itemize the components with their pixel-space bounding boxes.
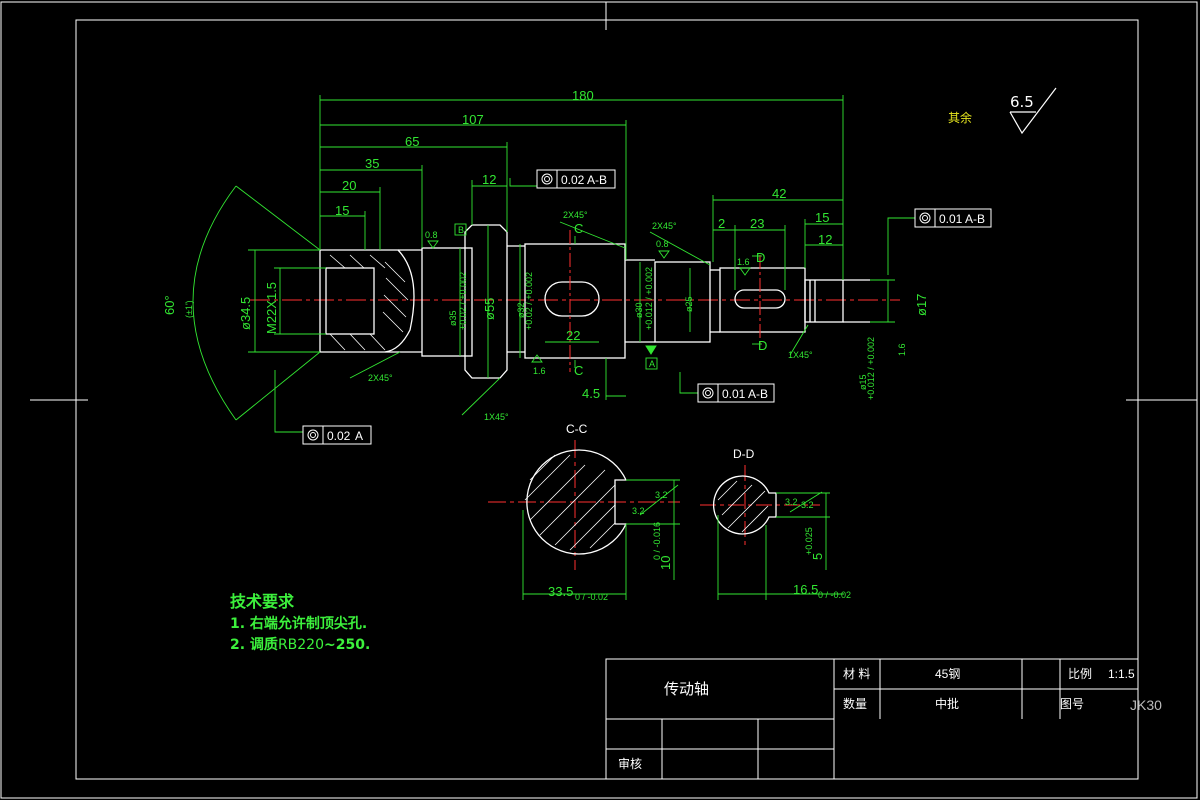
tol-bottom-mid-ref: A-B [748, 387, 768, 401]
angle-60: 60° [162, 295, 177, 315]
dim-thread: M22X1.5 [264, 282, 279, 334]
tolerance-frames: 0.02 A-B 0.01 A-B 0.01 A-B 0.02 A [302, 169, 992, 445]
section-dd-label: D-D [733, 447, 755, 461]
dim-12a: 12 [482, 172, 496, 187]
technical-requirements: 技术要求 1. 右端允许制顶尖孔. 2. 调质RB220~250. [230, 592, 370, 653]
section-mark-c-top: C [574, 221, 583, 236]
dim-20: 20 [342, 178, 356, 193]
chamfer-1x45-b: 1X45° [788, 350, 813, 360]
dim-42: 42 [772, 186, 786, 201]
remaining-finish-label: 其余 [948, 110, 972, 125]
quantity-label: 数量 [843, 696, 867, 711]
dim-35: 35 [365, 156, 379, 171]
roughness-1-6-a: 1.6 [533, 366, 546, 376]
section-mark-d-bottom: D [758, 338, 767, 353]
dim-65: 65 [405, 134, 419, 149]
reviewer-label: 审核 [618, 756, 642, 771]
dim-107: 107 [462, 112, 484, 127]
dim-dia30: ø30 [634, 302, 644, 318]
tech-req-heading: 技术要求 [230, 592, 295, 611]
drawing-number-value: JK30 [1130, 697, 1162, 713]
section-dd-width-tol: 0 / -0.02 [818, 590, 851, 600]
dim-dia25: ø25 [684, 296, 694, 312]
dim-180: 180 [572, 88, 594, 103]
title-block: 传动轴 材 料 45钢 比例 1:1.5 数量 中批 图号 JK30 审核 [605, 658, 1162, 780]
tech-req-line2-c: ~250. [324, 637, 370, 653]
dim-dia35-tol: +0.02 / +0.002 [458, 272, 468, 330]
section-mark-c-bottom: C [574, 363, 583, 378]
dim-dia15-tol: +0.012 / +0.002 [866, 337, 876, 400]
scale-label: 比例 [1068, 667, 1092, 681]
dim-dia17: ø17 [914, 294, 929, 316]
chamfer-1x45-a: 1X45° [484, 412, 509, 422]
section-cc-key-tol: 0 / -0.016 [652, 522, 662, 560]
tech-req-line2-b: RB220 [278, 637, 324, 653]
remaining-finish-value: 6.5 [1010, 93, 1034, 111]
section-cc-rough-b: 3.2 [632, 506, 645, 516]
section-d-d: D-D 16.5 0 / -0.02 5 +0.025 3.2 3.2 [700, 447, 851, 600]
part-name: 传动轴 [664, 680, 709, 698]
section-cc-width: 33.5 [548, 584, 573, 599]
dim-22: 22 [566, 328, 580, 343]
tech-req-line2-a: 2. 调质 [230, 636, 278, 653]
section-c-c: C-C 33.5 0 / -0.02 10 0 / -0.016 3.2 3.2 [488, 422, 680, 602]
dim-15b: 15 [815, 210, 829, 225]
tech-req-line2: 2. 调质RB220~250. [230, 636, 370, 653]
dim-23: 23 [750, 216, 764, 231]
section-dd-key: 5 [810, 553, 825, 560]
chamfer-2x45-b: 2X45° [652, 221, 677, 231]
dim-4-5: 4.5 [582, 386, 600, 401]
tol-left-value: 0.02 [327, 429, 351, 443]
drawing-number-label: 图号 [1060, 697, 1084, 711]
chamfer-2x45-a: 2X45° [563, 210, 588, 220]
section-dd-key-tol: +0.025 [804, 527, 814, 555]
section-dd-width: 16.5 [793, 582, 818, 597]
dim-2: 2 [718, 216, 725, 231]
quantity-value: 中批 [935, 696, 959, 711]
section-dd-rough-b: 3.2 [785, 497, 798, 507]
dim-12b: 12 [818, 232, 832, 247]
section-dd-rough-a: 3.2 [801, 500, 814, 510]
tol-top-mid-ref: A-B [587, 173, 607, 187]
chamfer-2x45-c: 2X45° [368, 373, 393, 383]
dim-dia34-5: ø34.5 [238, 297, 253, 330]
section-cc-rough-a: 3.2 [655, 490, 668, 500]
tol-top-mid-value: 0.02 [561, 173, 585, 187]
datum-a: A [649, 359, 655, 369]
section-mark-d-top: D [756, 250, 765, 265]
roughness-1-6-b: 1.6 [737, 257, 750, 267]
roughness-1-6-c: 1.6 [897, 343, 907, 356]
scale-value: 1:1.5 [1108, 667, 1135, 681]
shaft-main-view [250, 224, 900, 379]
section-cc-label: C-C [566, 422, 588, 436]
roughness-0-8-a: 0.8 [425, 230, 438, 240]
keyway-c [544, 281, 600, 317]
material-label: 材 料 [843, 667, 870, 681]
dim-dia32-tol: +0.02 / +0.002 [524, 272, 534, 330]
datum-b: B [458, 225, 464, 235]
left-end-section [319, 249, 415, 353]
section-cc-width-tol: 0 / -0.02 [575, 592, 608, 602]
roughness-0-8-b: 0.8 [656, 239, 669, 249]
tech-req-line1: 1. 右端允许制顶尖孔. [230, 615, 367, 632]
tol-right-value: 0.01 [939, 212, 963, 226]
dimension-lines [192, 95, 915, 433]
dim-dia55: ø55 [482, 298, 497, 320]
tol-bottom-mid-value: 0.01 [722, 387, 746, 401]
material-value: 45钢 [935, 667, 960, 681]
dim-dia30-tol: +0.012 / +0.002 [644, 267, 654, 330]
section-cc-key: 10 [658, 556, 673, 570]
tol-right-ref: A-B [965, 212, 985, 226]
dimension-texts: 180 107 65 35 20 15 12 42 2 23 15 12 22 … [162, 88, 929, 422]
surface-finish-note: 其余 6.5 [948, 87, 1057, 135]
tol-left-ref: A [355, 429, 363, 443]
dim-dia35: ø35 [448, 310, 458, 326]
dim-dia32: ø32 [516, 302, 526, 318]
dim-15: 15 [335, 203, 349, 218]
dim-dia15: ø15 [858, 374, 868, 390]
inner-border [75, 19, 1139, 780]
angle-60-tol: (±1') [184, 300, 194, 318]
